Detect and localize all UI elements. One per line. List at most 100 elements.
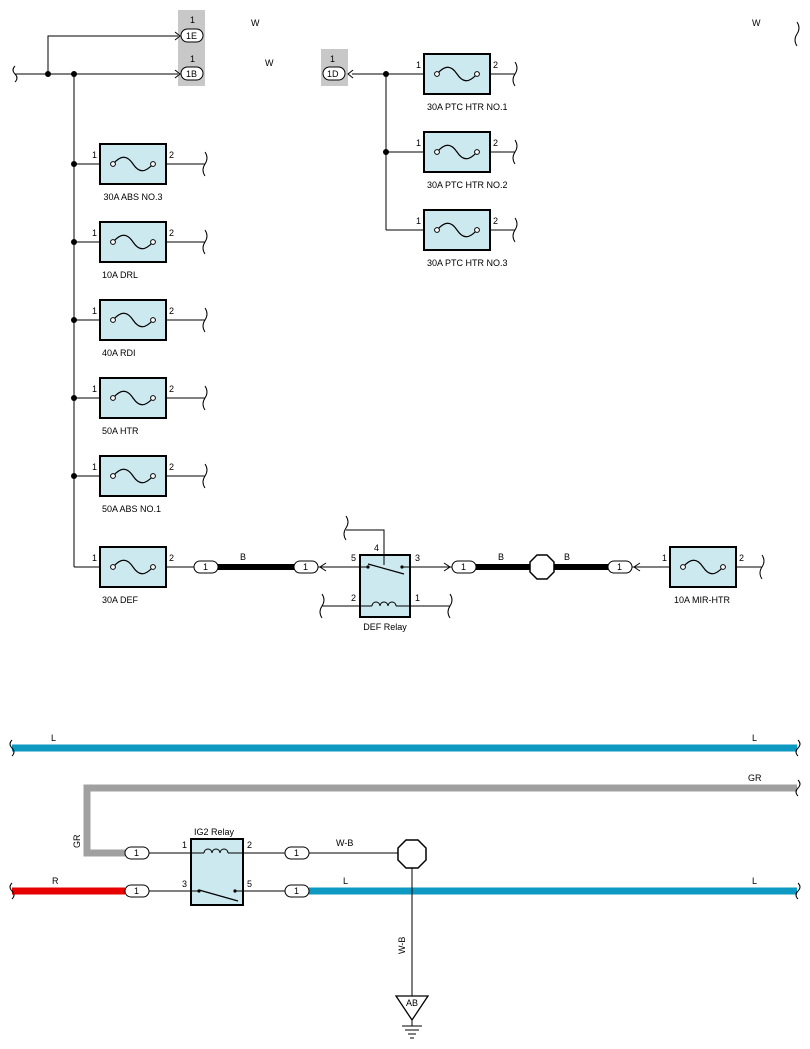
svg-text:1: 1 — [416, 138, 421, 148]
svg-text:1: 1 — [92, 384, 97, 394]
svg-text:1: 1 — [182, 840, 187, 850]
relay-label: IG2 Relay — [194, 827, 235, 837]
svg-text:GR: GR — [748, 773, 762, 783]
fuse-40a-rdi: 1 2 40A RDI — [92, 299, 174, 358]
junction-dots — [45, 71, 389, 479]
fuse-label: 30A PTC HTR NO.1 — [427, 102, 508, 112]
ground-ab: AB — [394, 995, 430, 1039]
fuse-10a-drl: 1 2 10A DRL — [92, 221, 174, 280]
svg-text:1: 1 — [461, 562, 466, 572]
fuse-label: 30A DEF — [102, 595, 139, 605]
svg-text:5: 5 — [351, 553, 356, 563]
svg-text:2: 2 — [169, 384, 174, 394]
svg-text:3: 3 — [415, 553, 420, 563]
svg-text:2: 2 — [169, 306, 174, 316]
svg-text:5: 5 — [247, 879, 252, 889]
fuse-50a-htr: 1 2 50A HTR — [92, 377, 174, 436]
fuse-label: 10A DRL — [102, 270, 138, 280]
inline-connector: 1 — [293, 560, 327, 574]
svg-text:GR: GR — [72, 834, 82, 848]
fuse-label: 10A MIR-HTR — [674, 595, 731, 605]
fuse-label: 30A PTC HTR NO.3 — [427, 258, 508, 268]
svg-text:1: 1 — [294, 848, 299, 858]
relay-label: DEF Relay — [363, 622, 407, 632]
svg-text:1E: 1E — [186, 31, 197, 41]
wire-label-b: B — [498, 552, 504, 562]
wire-label-wb: W-B — [397, 937, 407, 954]
fuse-30a-abs-no3: 1 2 30A ABS NO.3 — [92, 143, 174, 202]
svg-text:1: 1 — [134, 886, 139, 896]
wire-gr: GR GR — [72, 773, 801, 857]
svg-text:2: 2 — [493, 138, 498, 148]
def-relay: 5 4 3 2 1 DEF Relay — [351, 543, 420, 632]
inline-connector: 1 — [607, 560, 641, 574]
svg-text:L: L — [51, 733, 56, 743]
wire-label-w: W — [752, 18, 761, 28]
svg-text:2: 2 — [169, 553, 174, 563]
inline-connector: 1 — [443, 560, 477, 574]
wire-l-top: L L — [9, 733, 801, 757]
svg-text:2: 2 — [351, 593, 356, 603]
top-wires — [12, 21, 800, 619]
svg-text:1: 1 — [203, 562, 208, 572]
svg-text:2: 2 — [493, 216, 498, 226]
svg-text:2: 2 — [247, 840, 252, 850]
svg-text:L: L — [752, 876, 757, 886]
splice-octagon — [397, 839, 427, 869]
svg-text:3: 3 — [182, 879, 187, 889]
svg-text:1: 1 — [416, 60, 421, 70]
svg-text:1: 1 — [92, 306, 97, 316]
svg-text:AB: AB — [406, 998, 418, 1008]
svg-text:2: 2 — [739, 553, 744, 563]
wire-label-wb: W-B — [336, 838, 353, 848]
svg-text:1D: 1D — [327, 69, 339, 79]
wire-label-w: W — [251, 18, 260, 28]
ig2-relay: 1 2 3 5 IG2 Relay — [182, 827, 252, 906]
svg-text:1: 1 — [415, 593, 420, 603]
inline-connector: 1 — [124, 846, 150, 860]
wire-label-b: B — [240, 552, 246, 562]
svg-text:1: 1 — [92, 462, 97, 472]
svg-text:1: 1 — [303, 562, 308, 572]
fuse-30a-ptc-htr-no1: 1 2 30A PTC HTR NO.1 — [416, 53, 508, 112]
svg-text:1: 1 — [190, 15, 195, 25]
connector-1b: 1 1B — [174, 54, 204, 81]
svg-text:L: L — [343, 876, 348, 886]
inline-connector: 1 — [193, 560, 219, 574]
splice-octagon — [529, 554, 555, 580]
svg-text:1: 1 — [416, 216, 421, 226]
fuse-30a-def: 1 2 30A DEF — [92, 546, 174, 605]
svg-text:1: 1 — [330, 54, 335, 64]
fuse-10a-mir-htr: 1 2 10A MIR-HTR — [662, 546, 744, 605]
inline-connector: 1 — [284, 846, 310, 860]
svg-text:2: 2 — [493, 60, 498, 70]
svg-text:R: R — [52, 876, 59, 886]
ig2-thin-wires — [149, 852, 413, 996]
fuse-label: 40A RDI — [102, 348, 136, 358]
svg-text:1: 1 — [92, 553, 97, 563]
svg-text:1: 1 — [617, 562, 622, 572]
fuse-label: 50A HTR — [102, 426, 139, 436]
fuse-30a-ptc-htr-no3: 1 2 30A PTC HTR NO.3 — [416, 209, 508, 268]
svg-text:2: 2 — [169, 462, 174, 472]
svg-text:L: L — [752, 733, 757, 743]
svg-text:2: 2 — [169, 150, 174, 160]
fuse-50a-abs-no1: 1 2 50A ABS NO.1 — [92, 455, 174, 514]
connector-1d: 1 1D — [321, 49, 354, 86]
svg-text:1: 1 — [92, 228, 97, 238]
fuse-label: 50A ABS NO.1 — [102, 504, 161, 514]
svg-text:1: 1 — [294, 886, 299, 896]
fuse-label: 30A ABS NO.3 — [103, 192, 162, 202]
svg-text:1: 1 — [92, 150, 97, 160]
svg-text:1: 1 — [662, 553, 667, 563]
wire-label-w: W — [265, 58, 274, 68]
wire-r: R — [9, 876, 125, 900]
wire-l-bottom: L L — [309, 876, 801, 900]
fuse-label: 30A PTC HTR NO.2 — [427, 180, 508, 190]
svg-text:1: 1 — [190, 54, 195, 64]
svg-text:1: 1 — [134, 848, 139, 858]
fuse-30a-ptc-htr-no2: 1 2 30A PTC HTR NO.2 — [416, 131, 508, 190]
wire-label-b: B — [564, 552, 570, 562]
svg-text:4: 4 — [374, 543, 379, 553]
